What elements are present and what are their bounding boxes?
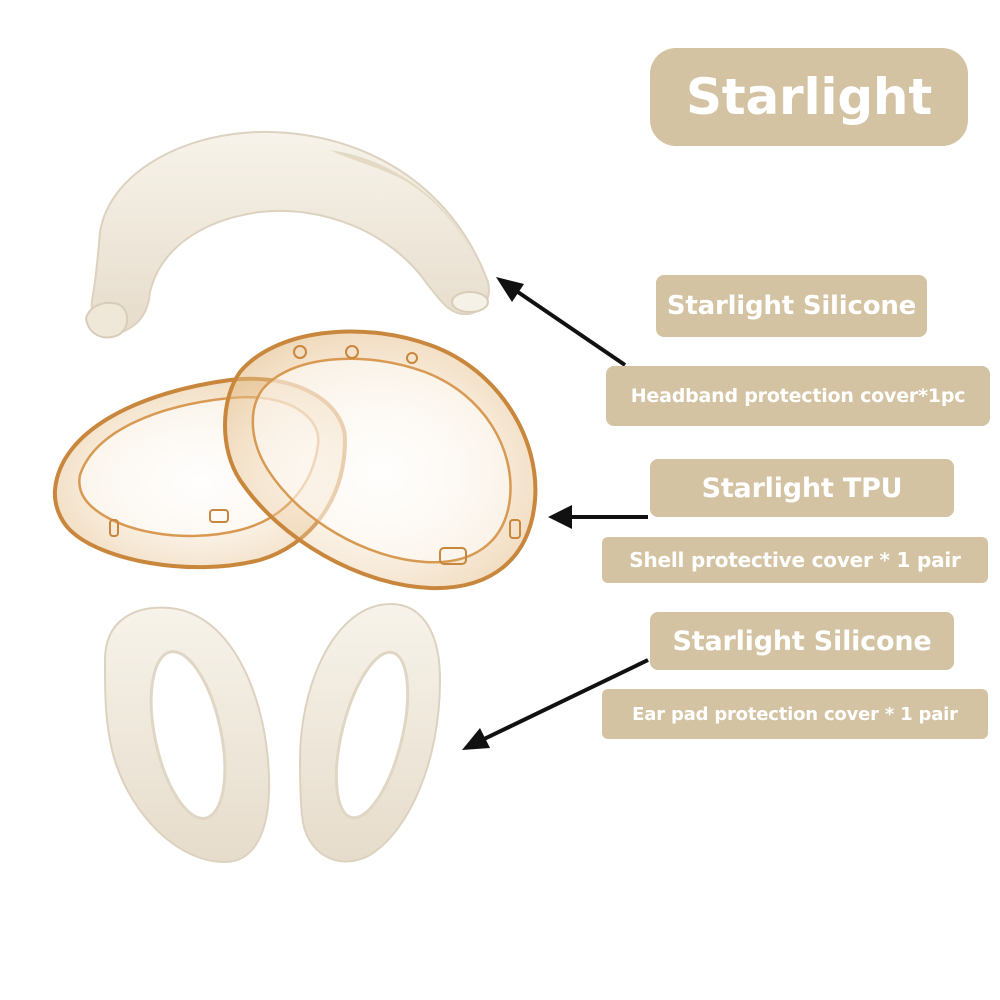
earpad-cover-left-image [103,606,270,864]
headband-description-label: Headband protection cover*1pc [606,366,990,426]
headband-material-label: Starlight Silicone [656,275,927,337]
product-title-badge: Starlight [650,48,968,146]
headband-arrow [496,277,627,367]
headband-cover-image [84,130,490,339]
earpad-arrow [462,658,649,750]
shell-material-label: Starlight TPU [650,459,954,517]
shell-description-label: Shell protective cover * 1 pair [602,537,988,583]
earpad-cover-right-image [298,603,442,863]
earpad-description-label: Ear pad protection cover * 1 pair [602,689,988,739]
shell-arrow [548,505,648,529]
shell-cover-right-image [223,329,538,591]
earpad-material-label: Starlight Silicone [650,612,954,670]
